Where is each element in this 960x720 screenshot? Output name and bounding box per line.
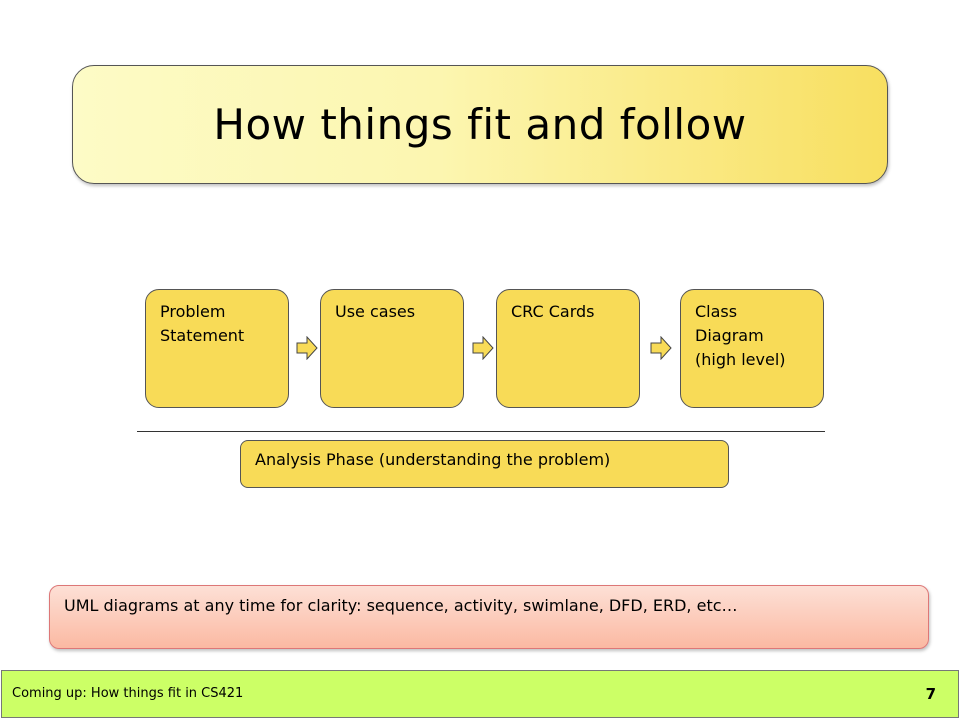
step-use-cases: Use cases (320, 289, 464, 408)
footer-bar: Coming up: How things fit in CS421 7 (1, 670, 959, 718)
right-arrow-icon (472, 336, 494, 360)
step-problem-statement: Problem Statement (145, 289, 289, 408)
uml-note: UML diagrams at any time for clarity: se… (49, 585, 929, 649)
slide-title-banner: How things fit and follow (72, 65, 888, 184)
analysis-phase-label: Analysis Phase (understanding the proble… (240, 440, 729, 488)
step-class-diagram: Class Diagram (high level) (680, 289, 824, 408)
phase-divider-line (137, 431, 825, 432)
slide-title: How things fit and follow (213, 100, 747, 149)
step-crc-cards: CRC Cards (496, 289, 640, 408)
page-number: 7 (925, 685, 936, 703)
footer-text: Coming up: How things fit in CS421 (12, 686, 244, 701)
right-arrow-icon (296, 336, 318, 360)
right-arrow-icon (650, 336, 672, 360)
